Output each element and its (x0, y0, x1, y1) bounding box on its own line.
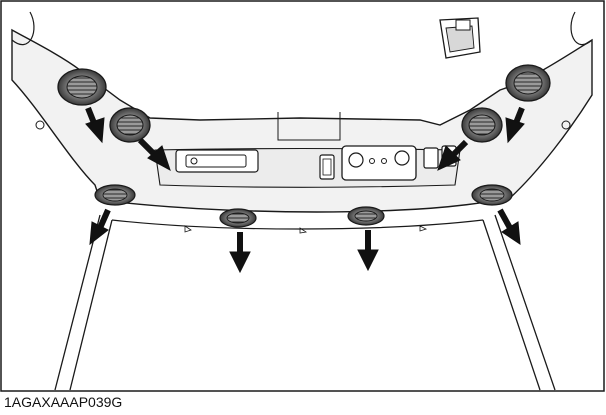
air-vent-icon (505, 64, 551, 102)
air-vent-icon (471, 184, 513, 206)
down-arrow-icon (437, 139, 469, 171)
down-arrow-icon (89, 208, 111, 246)
air-vent-icon (461, 107, 503, 143)
left-switch-inner (322, 158, 332, 176)
screw-hole-left (35, 120, 45, 130)
air-vent-icon (109, 107, 151, 143)
display-window (185, 154, 247, 168)
right-a-pillar (570, 11, 593, 46)
dome-lamp-icon (439, 17, 481, 59)
knob-right (394, 150, 410, 166)
knob-left (348, 152, 364, 168)
down-arrow-icon (357, 230, 379, 272)
right-side-rail (482, 214, 556, 391)
clip-marks (184, 225, 428, 234)
figure-id-label: 1AGAXAAAP039G (4, 394, 123, 410)
air-vent-icon (347, 206, 385, 226)
figure-border (0, 0, 605, 392)
right-switch-1 (423, 147, 439, 169)
down-arrow-icon (137, 137, 171, 172)
left-a-pillar (11, 11, 35, 46)
air-vent-icon (219, 208, 257, 228)
left-switch (319, 154, 335, 180)
down-arrow-icon (229, 232, 251, 274)
down-arrow-icon (497, 208, 521, 245)
left-side-rail (54, 214, 113, 391)
console-ridge (277, 112, 341, 141)
display-knob (190, 157, 198, 165)
down-arrow-icon (85, 106, 105, 144)
indicator-2 (381, 158, 387, 164)
indicator-1 (369, 158, 375, 164)
air-vent-icon (94, 184, 136, 206)
rear-edge (111, 219, 484, 230)
air-vent-icon (57, 68, 107, 106)
down-arrow-icon (505, 106, 525, 144)
screw-hole-right (561, 120, 571, 130)
